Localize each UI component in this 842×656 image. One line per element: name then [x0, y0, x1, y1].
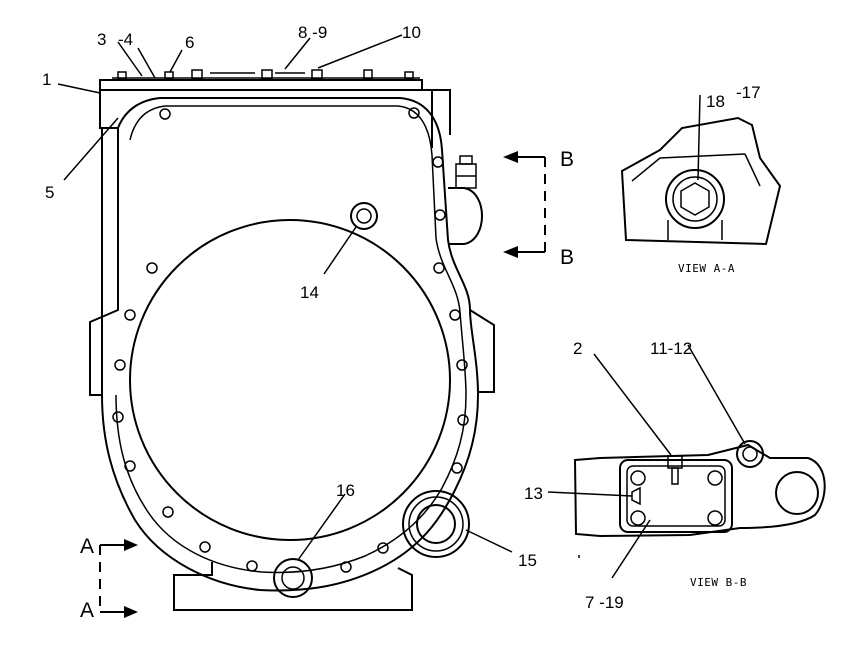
view-b-b-detail: VIEW B-B	[573, 440, 826, 589]
callout-6: 6	[185, 33, 194, 52]
view-b-b-caption: VIEW B-B	[690, 576, 747, 589]
section-b-bottom-label: B	[560, 246, 574, 269]
section-a-top-label: A	[80, 535, 94, 558]
callout-18: 18	[706, 92, 725, 111]
plug-14	[350, 202, 378, 230]
leader-lines	[57, 34, 746, 579]
flywheel-bore	[129, 219, 451, 541]
flywheel-housing	[89, 69, 495, 611]
callout-7-19: 7 -19	[585, 593, 624, 612]
plug-16	[273, 558, 313, 598]
seal-15	[402, 490, 470, 558]
callout-15: 15	[518, 551, 537, 570]
callout-11-12: 11-12	[650, 339, 692, 358]
callout-16: 16	[336, 481, 355, 500]
top-cover-plate	[99, 79, 423, 91]
view-a-a-caption: VIEW A-A	[678, 262, 735, 275]
callout-10: 10	[402, 23, 421, 42]
callout-labels: 1 2 3 -4 5 6 7 -19 8 -9 10 11-12 13 14 1…	[42, 23, 761, 612]
callout-17: -17	[736, 83, 761, 102]
callout-2: 2	[573, 339, 582, 358]
callout-14: 14	[300, 283, 319, 302]
section-b-markers: B B	[503, 148, 574, 269]
callout-5: 5	[45, 183, 54, 202]
section-a-markers: A A	[80, 535, 138, 622]
flange-bolt-holes	[112, 107, 469, 573]
callout-4: -4	[118, 30, 133, 49]
section-a-bottom-label: A	[80, 599, 94, 622]
callout-3: 3	[97, 30, 106, 49]
side-boss	[448, 155, 483, 245]
callout-8-9: 8 -9	[298, 23, 327, 42]
section-b-top-label: B	[560, 148, 574, 171]
view-a-a-detail: VIEW A-A	[620, 116, 782, 275]
callout-1: 1	[42, 70, 51, 89]
callout-13: 13	[524, 484, 543, 503]
cover-bolts	[117, 69, 414, 80]
